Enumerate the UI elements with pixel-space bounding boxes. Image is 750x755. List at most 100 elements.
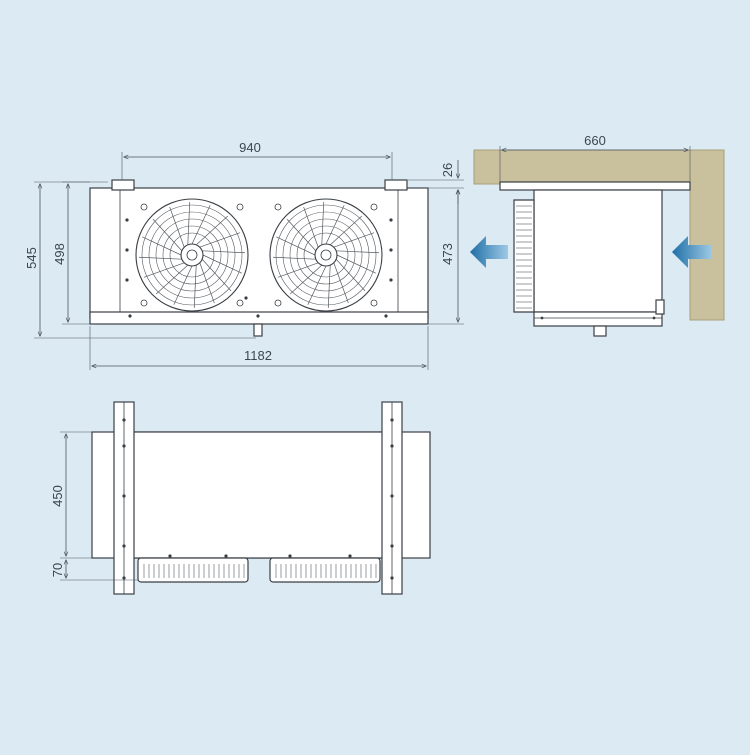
fan-spoke-10 xyxy=(303,206,319,248)
fan-spoke-3 xyxy=(327,265,331,308)
fan-spoke-12 xyxy=(325,205,345,245)
side-mount-plate xyxy=(499,181,691,191)
fan-spoke-9 xyxy=(152,218,183,252)
fan-spoke-13 xyxy=(195,215,229,246)
fan-spoke-14 xyxy=(199,232,241,248)
fan-mount-hole-0 xyxy=(274,203,282,211)
fan-grille-ring-4 xyxy=(169,232,215,278)
bottom-fan-grille-left xyxy=(137,557,249,583)
front-screw-5 xyxy=(389,278,393,282)
front-bracket-right xyxy=(384,179,408,191)
dim-1182-label: 1182 xyxy=(244,348,272,363)
airflow-out-arrow-icon xyxy=(470,236,508,268)
fan-mount-hole-1 xyxy=(236,203,244,211)
bottom-screw-4 xyxy=(122,576,126,580)
front-bracket-left xyxy=(111,179,135,191)
dim-660-label: 660 xyxy=(584,133,606,148)
fan-spoke-7 xyxy=(139,256,182,260)
front-screw-7 xyxy=(128,314,132,318)
fan-left xyxy=(135,198,249,312)
side-drain xyxy=(593,325,607,337)
fan-mount-hole-0 xyxy=(140,203,148,211)
bottom-screw-2 xyxy=(122,494,126,498)
fan-grille-ring-0 xyxy=(275,204,377,306)
fan-spoke-10 xyxy=(169,206,185,248)
dim-473-label: 473 xyxy=(440,243,455,265)
side-connector xyxy=(655,299,665,315)
fan-right xyxy=(269,198,383,312)
bottom-screw-13 xyxy=(348,554,352,558)
fan-spoke-0 xyxy=(336,254,376,274)
fan-hub xyxy=(314,243,338,267)
fan-spoke-5 xyxy=(155,264,189,295)
fan-spoke-1 xyxy=(201,258,232,292)
side-guard-lines xyxy=(516,205,532,309)
fan-grille-ring-4 xyxy=(303,232,349,278)
fan-hub-center xyxy=(320,249,332,261)
front-drain-outlet xyxy=(253,323,263,337)
bottom-screw-7 xyxy=(390,494,394,498)
fan-spoke-6 xyxy=(277,262,319,278)
fan-grille-ring-0 xyxy=(141,204,243,306)
fan-hub xyxy=(180,243,204,267)
bottom-fan-grille-right xyxy=(269,557,381,583)
front-drip-tray xyxy=(89,311,429,325)
side-drip-tray xyxy=(533,311,663,327)
fan-spoke-2 xyxy=(199,262,215,304)
front-screw-2 xyxy=(125,278,129,282)
side-view: 660 xyxy=(470,133,725,337)
fan-spoke-11 xyxy=(187,202,191,245)
bottom-screw-3 xyxy=(122,544,126,548)
front-screw-3 xyxy=(389,218,393,222)
fan-grille-ring-3 xyxy=(296,225,356,285)
bottom-screw-5 xyxy=(390,418,394,422)
bottom-screw-10 xyxy=(168,554,172,558)
side-housing xyxy=(533,189,663,313)
bottom-screw-6 xyxy=(390,444,394,448)
fan-mount-hole-1 xyxy=(370,203,378,211)
bottom-screw-11 xyxy=(224,554,228,558)
fan-spoke-15 xyxy=(202,250,245,254)
dim-940-label: 940 xyxy=(239,140,261,155)
side-screw-1 xyxy=(540,316,544,320)
fan-spoke-5 xyxy=(289,264,323,295)
fan-spoke-6 xyxy=(143,262,185,278)
fan-spoke-1 xyxy=(335,258,366,292)
side-fan-guard xyxy=(513,199,535,313)
fan-hub-center xyxy=(186,249,198,261)
front-screw-0 xyxy=(125,218,129,222)
fan-spoke-13 xyxy=(329,215,363,246)
bottom-screw-9 xyxy=(390,576,394,580)
fan-mount-hole-3 xyxy=(370,299,378,307)
bottom-grille-lines xyxy=(143,564,377,578)
dim-545-label: 545 xyxy=(24,247,39,269)
front-view: 940 1182 545 498 473 26 xyxy=(24,140,464,370)
front-screw-8 xyxy=(256,314,260,318)
fan-spoke-8 xyxy=(276,236,316,256)
dim-450-label: 450 xyxy=(50,485,65,507)
dim-70-label: 70 xyxy=(50,563,65,577)
dim-26-label: 26 xyxy=(440,163,455,177)
fan-grille-ring-3 xyxy=(162,225,222,285)
fan-spoke-12 xyxy=(191,205,211,245)
fan-spoke-14 xyxy=(333,232,375,248)
fan-spoke-7 xyxy=(273,256,316,260)
fan-spoke-15 xyxy=(336,250,379,254)
bottom-center-panel xyxy=(131,431,385,559)
fan-spoke-11 xyxy=(321,202,325,245)
fan-grille-ring-2 xyxy=(155,218,229,292)
front-screw-1 xyxy=(125,248,129,252)
fan-spoke-2 xyxy=(333,262,349,304)
front-screw-9 xyxy=(384,314,388,318)
bottom-screws xyxy=(122,418,394,580)
airflow-in-arrow-icon xyxy=(672,236,712,268)
bottom-screw-0 xyxy=(122,418,126,422)
bottom-screw-1 xyxy=(122,444,126,448)
front-screw-6 xyxy=(244,296,248,300)
bottom-view: 450 70 xyxy=(50,401,431,595)
fan-spoke-3 xyxy=(193,265,197,308)
bottom-screw-12 xyxy=(288,554,292,558)
fan-spoke-0 xyxy=(202,254,242,274)
